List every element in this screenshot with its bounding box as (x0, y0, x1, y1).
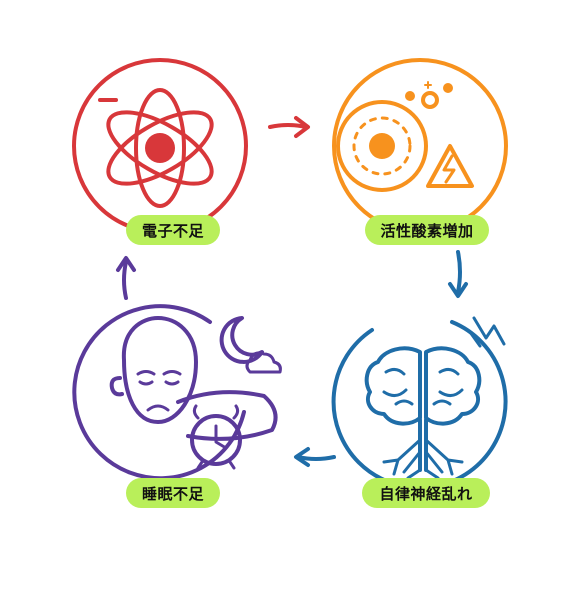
brain-lightning-icon (364, 316, 506, 480)
cell-warning-icon (336, 81, 474, 192)
node-autonomic (331, 316, 508, 490)
tired-face-alarm-icon (109, 316, 282, 470)
label-sleep: 睡眠不足 (126, 478, 220, 508)
label-autonomic: 自律神経乱れ (362, 478, 490, 508)
node-sleep (72, 304, 282, 481)
node-electron (72, 58, 248, 234)
node-sleep-ring (72, 304, 246, 481)
node-ros-ring (332, 58, 508, 234)
label-electron: 電子不足 (126, 215, 220, 245)
arrow-sleep-to-electron (116, 256, 136, 300)
label-ros: 活性酸素増加 (365, 215, 489, 245)
arrow-ros-to-autonomic (448, 250, 468, 298)
arrow-autonomic-to-sleep (294, 447, 336, 467)
node-ros (332, 58, 508, 234)
arrow-electron-to-ros (268, 116, 310, 138)
atom-icon (98, 88, 214, 208)
